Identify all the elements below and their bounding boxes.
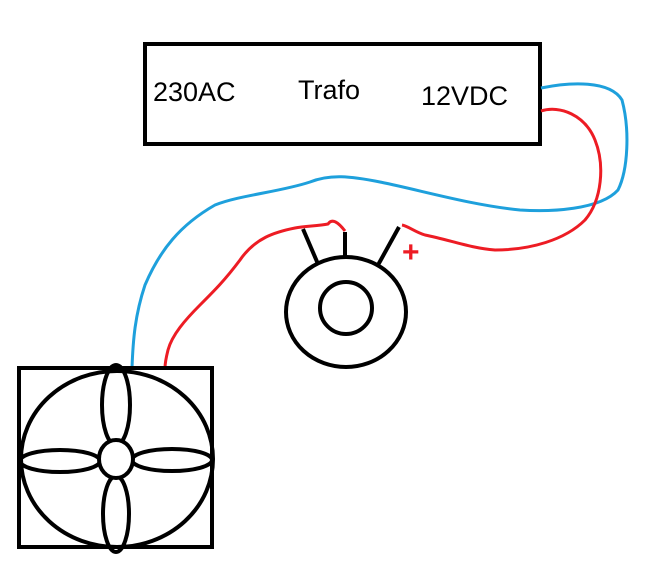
potentiometer: + <box>284 226 420 369</box>
negative-wire <box>130 82 629 369</box>
polarity-plus-mark: + <box>402 236 420 269</box>
fan-hub <box>97 438 135 480</box>
fan-blade-top <box>100 363 132 447</box>
fan-blade-left <box>18 448 102 474</box>
trafo-output-label: 12VDC <box>421 81 508 111</box>
transformer-box: 230AC Trafo 12VDC <box>143 42 542 146</box>
fan <box>17 363 215 554</box>
fan-blade-bottom <box>101 474 131 554</box>
trafo-title: Trafo <box>298 75 360 105</box>
positive-wire-fan <box>163 219 347 369</box>
trafo-input-label: 230AC <box>153 77 236 107</box>
fan-blade-right <box>130 447 214 473</box>
positive-wire-supply <box>401 107 603 252</box>
